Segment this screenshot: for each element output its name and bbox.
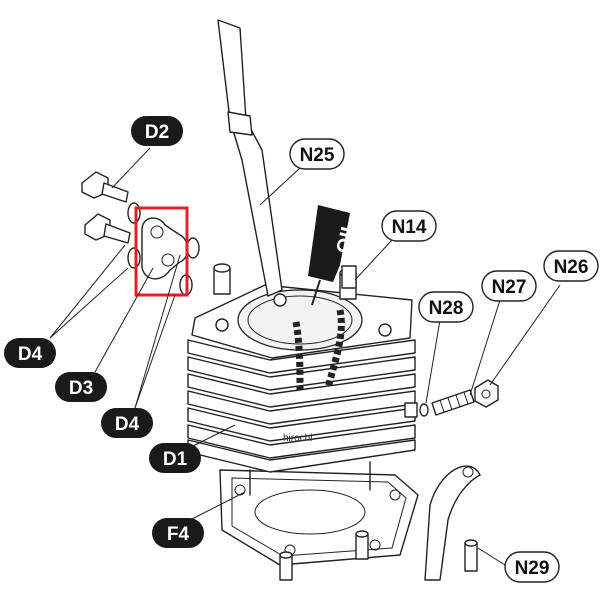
cam-chain xyxy=(292,309,345,391)
label-n29-text: N29 xyxy=(515,558,550,579)
chain-guide-n25 xyxy=(217,19,283,297)
washer-n28 xyxy=(419,403,429,417)
stud-n14 xyxy=(341,265,357,289)
label-d2: D2 xyxy=(131,116,183,146)
label-d1-text: D1 xyxy=(163,449,188,470)
cylinder-block-d1 xyxy=(187,284,418,496)
tensioner-bolt-n27 xyxy=(431,389,475,416)
label-d4-lower: D4 xyxy=(101,408,153,438)
label-n28: N28 xyxy=(418,291,474,323)
label-d3-text: D3 xyxy=(69,378,93,399)
bolts-d2 xyxy=(81,171,131,244)
label-n28-text: N28 xyxy=(429,298,464,319)
label-n27-text: N27 xyxy=(492,277,527,298)
leader-lines xyxy=(49,147,561,566)
label-n14-text: N14 xyxy=(392,217,427,238)
label-n25: N25 xyxy=(289,138,345,170)
label-n14: N14 xyxy=(381,210,437,242)
lower-studs xyxy=(279,530,478,581)
label-f4: F4 xyxy=(152,518,204,548)
label-d3: D3 xyxy=(55,372,107,402)
label-d4-upper-text: D4 xyxy=(18,344,43,365)
label-d4-lower-text: D4 xyxy=(115,414,140,435)
label-d4-upper: D4 xyxy=(4,338,56,368)
label-n26: N26 xyxy=(543,250,599,282)
nut-n26 xyxy=(474,379,499,408)
label-n26-text: N26 xyxy=(554,257,589,278)
label-n25-text: N25 xyxy=(300,145,335,166)
label-d1: D1 xyxy=(149,443,201,473)
highlight-box xyxy=(134,206,189,297)
plate-d3 xyxy=(141,217,189,280)
label-d2-text: D2 xyxy=(145,122,169,143)
chain-guide-n29 xyxy=(424,465,481,581)
watermark-text: hirochi xyxy=(283,433,312,444)
label-n29: N29 xyxy=(504,551,560,583)
label-f4-text: F4 xyxy=(167,524,190,545)
label-n27: N27 xyxy=(481,270,537,302)
